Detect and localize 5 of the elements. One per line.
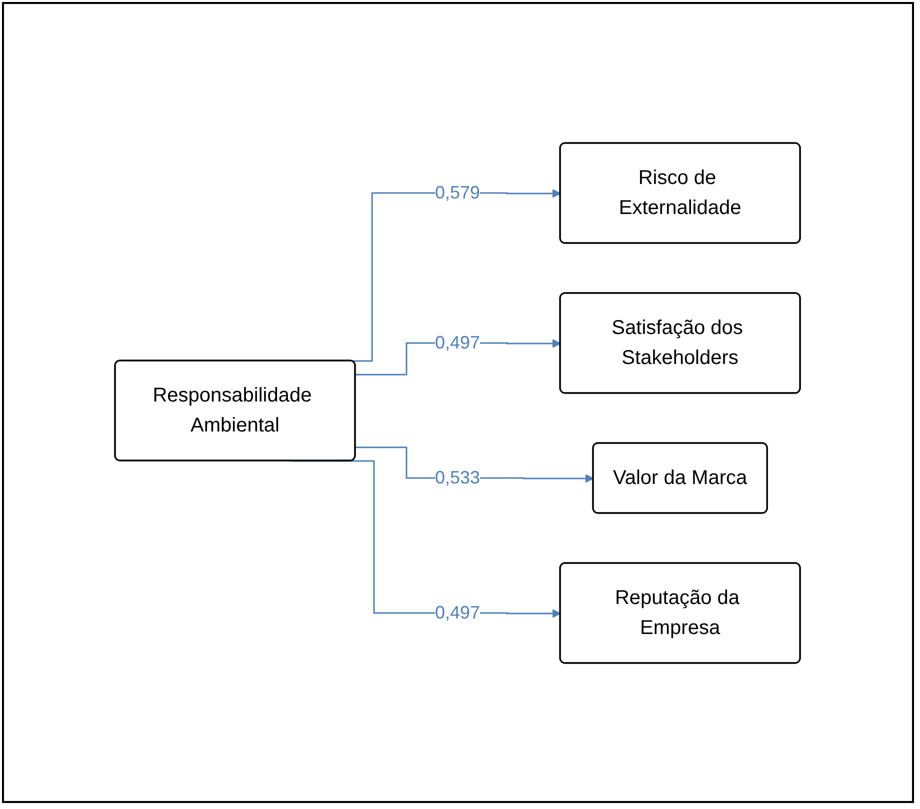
edge-label: 0,579 bbox=[435, 182, 481, 202]
edge-label: 0,497 bbox=[435, 602, 481, 622]
edge-label: 0,533 bbox=[435, 467, 481, 487]
edge-label: 0,497 bbox=[435, 332, 481, 352]
arrow bbox=[290, 460, 562, 618]
